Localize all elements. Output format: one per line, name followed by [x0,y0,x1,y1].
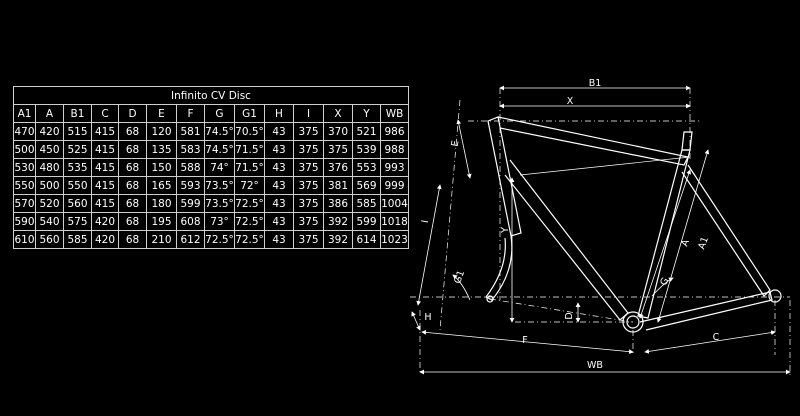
label-f: F [522,335,527,346]
table-cell: 74.5° [204,122,235,141]
dim-h [411,311,421,331]
table-cell: 530 [13,158,36,177]
table-cell: 150 [146,158,177,177]
label-g: G [658,276,671,288]
dim-g1 [452,274,471,301]
table-cell: 68 [118,122,147,141]
table-cell: 120 [146,122,177,141]
dimension-lines [411,85,791,375]
table-cell: 500 [35,176,64,195]
label-d: D [564,312,575,319]
table-cell: 72.5° [234,212,265,231]
fork [485,235,513,301]
label-x: X [567,96,574,107]
label-wb: WB [587,360,603,371]
table-cell: 588 [176,158,205,177]
label-y: Y [500,227,511,234]
head-tube [487,116,522,237]
label-c: C [713,332,720,343]
table-cell: 71.5° [234,158,265,177]
column-header: WB [380,104,409,123]
bike-frame [485,116,782,333]
table-cell: 614 [352,230,381,249]
label-b1: B1 [589,78,602,89]
construction-lines [410,88,791,375]
table-cell: 415 [91,158,119,177]
table-cell: 515 [63,122,92,141]
front-axle [486,295,494,303]
table-cell: 375 [293,158,324,177]
seat-tube [637,149,691,319]
table-cell: 72.5° [204,230,235,249]
label-e: E [450,140,462,148]
table-cell: 73.5° [204,176,235,195]
table-cell: 539 [352,140,381,159]
seat-stays [681,164,771,297]
table-cell: 583 [176,140,205,159]
table-cell: 612 [176,230,205,249]
table-cell: 560 [35,230,64,249]
table-cell: 420 [91,212,119,231]
label-g1: G1 [452,269,467,285]
table-cell: 68 [118,230,147,249]
dim-f [421,329,634,355]
table-cell: 993 [380,158,409,177]
dim-i [416,184,442,306]
dimension-labels: B1 X E Y I G1 H D F G A A1 C WB [420,78,720,371]
table-cell: 180 [146,194,177,213]
seat-post [681,131,693,151]
dim-a1 [656,149,710,323]
chain-stays [639,291,773,331]
label-h: H [424,312,431,323]
dim-e [456,119,472,179]
label-a1: A1 [696,235,711,251]
table-cell: 72.5° [234,230,265,249]
table-cell: 986 [380,122,409,141]
table-cell: 420 [35,122,64,141]
table-cell: 450 [35,140,64,159]
down-tube [504,159,629,321]
table-cell: 74.5° [204,140,235,159]
table-cell: 610 [13,230,36,249]
table-cell: 560 [63,194,92,213]
table-cell: 999 [380,176,409,195]
table-cell: 210 [146,230,177,249]
dim-c [644,330,776,354]
table-cell: 375 [293,176,324,195]
table-cell: 43 [264,230,294,249]
table-cell: 376 [323,158,353,177]
table-cell: 599 [176,194,205,213]
table-cell: 68 [118,140,147,159]
table-cell: 599 [352,212,381,231]
label-i: I [420,219,431,224]
table-cell: 43 [264,158,294,177]
table-cell: 470 [13,122,36,141]
table-cell: 581 [176,122,205,141]
label-a: A [679,238,692,248]
table-cell: 415 [91,140,119,159]
table-cell: 550 [63,176,92,195]
table-cell: 553 [352,158,381,177]
top-tube [497,116,689,166]
table-cell: 569 [352,176,381,195]
table-cell: 1023 [380,230,409,249]
